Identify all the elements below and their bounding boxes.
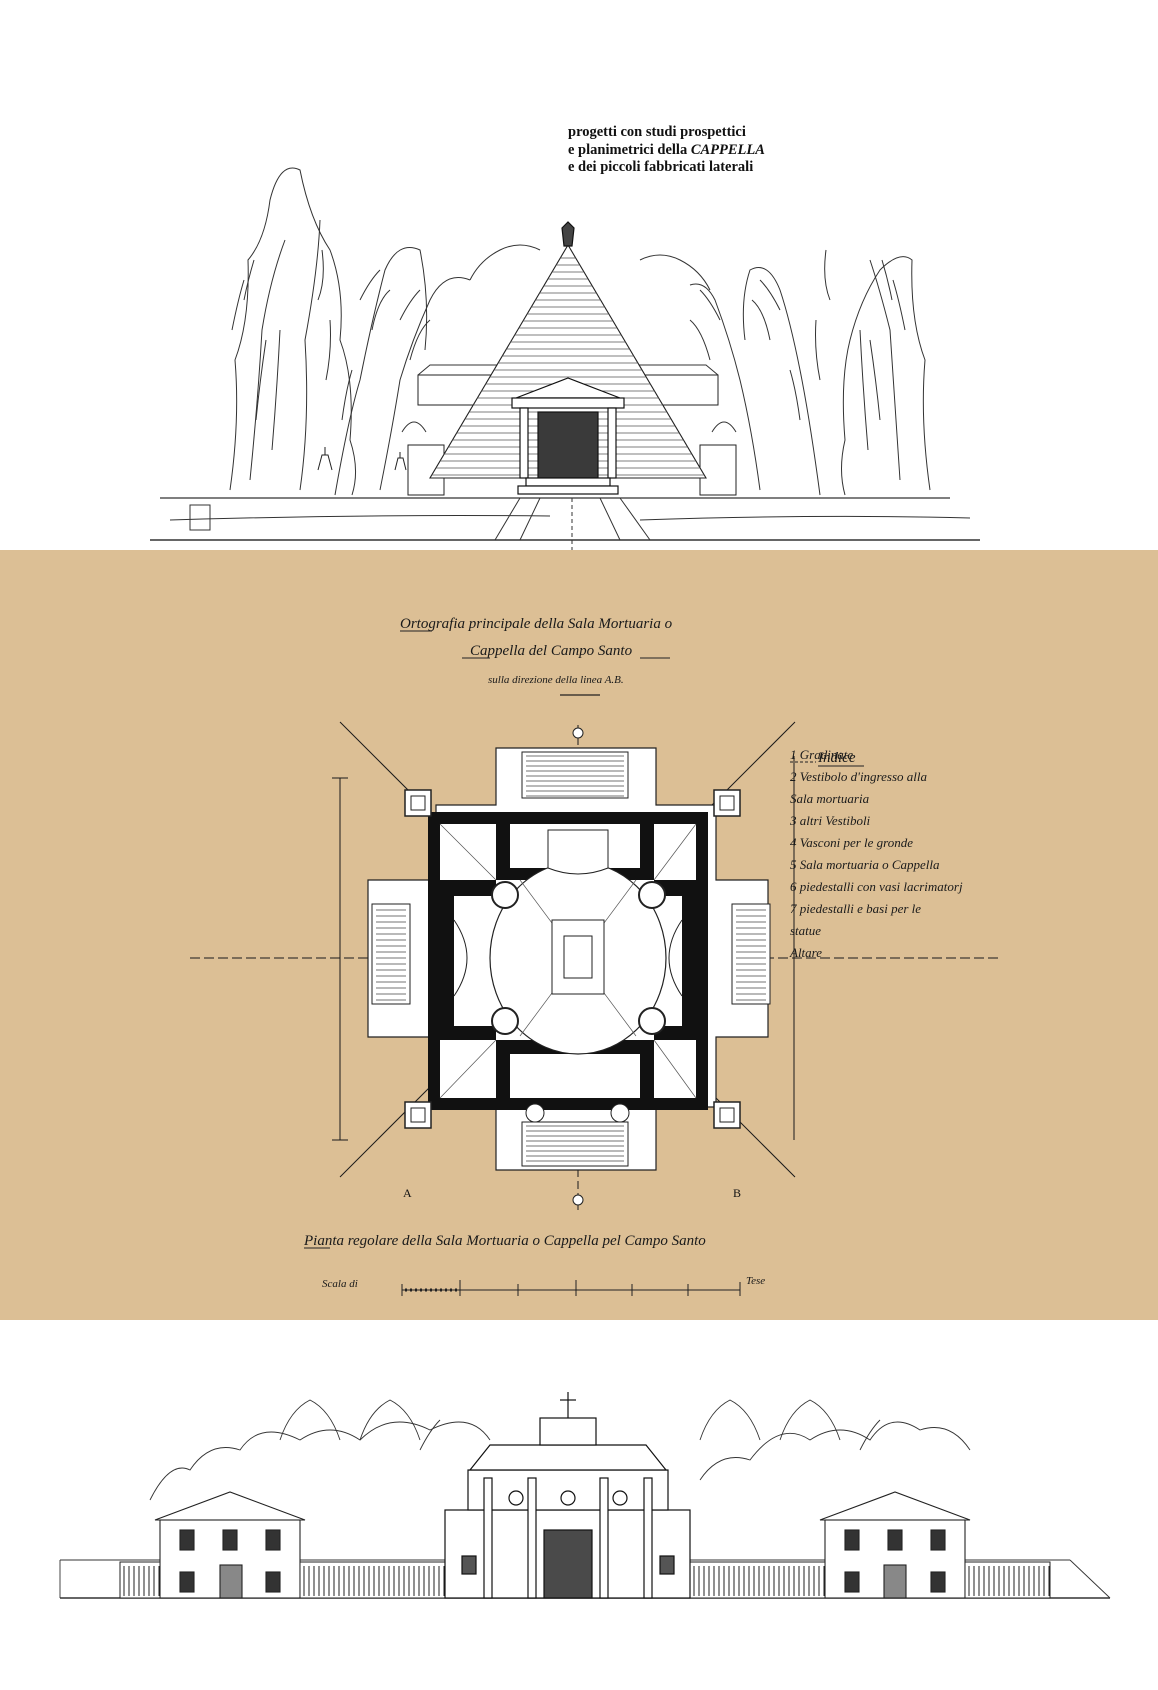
caption-line-1: progetti con studi prospettici [568,124,746,140]
legend-item: statue [790,923,822,938]
caption: progetti con studi prospettici e planime… [568,124,765,177]
legend-item: 2 Vestibolo d'ingresso alla [790,769,927,784]
legend-item: 1 Gradinate [790,747,854,762]
legend-item: Sala mortuaria [790,791,870,806]
caption-line-2-text: e planimetrici della [568,141,691,158]
legend-item: 4 Vasconi per le gronde [790,835,913,850]
plan-title-line-3: sulla direzione della linea A.B. [488,674,624,686]
pyramid-chapel-drawing [150,167,980,556]
legend-title: Indice [817,750,856,766]
plan-legend: 1 Gradinate 2 Vestibolo d'ingresso alla S… [790,744,963,964]
legend-item: 5 Sala mortuaria o Cappella [790,857,940,872]
fence-section [299,1561,446,1599]
legend-item: Altare [790,945,823,960]
scale-unit: Tese [746,1275,765,1287]
fence-section [964,1561,1051,1599]
caption-line-2-italic: CAPPELLA [690,141,765,158]
scale-label: Scala di [322,1278,358,1290]
legend-item: 7 piedestalli e basi per le [790,901,922,916]
legend-item: 3 altri Vestiboli [790,813,871,828]
plan-drawing: Ortografia principale della Sala Mortuar… [190,616,1000,1296]
fence-section [119,1561,161,1599]
fence-section [689,1561,826,1599]
chapel-floor-plan [367,727,771,1206]
point-label-a: A [403,1186,412,1200]
caption-line-3: e dei piccoli fabbricati laterali [568,159,754,175]
plan-title-line-2: Cappella del Campo Santo [470,643,633,659]
caption-line-2: e planimetrici della CAPPELLA [568,142,765,160]
plan-bottom-title: Pianta regolare della Sala Mortuaria o C… [303,1233,706,1249]
point-label-b: B [733,1186,742,1200]
plan-title-line-1: Ortografia principale della Sala Mortuar… [400,616,673,632]
legend-item: 6 piedestalli con vasi lacrimatorj [790,879,963,894]
